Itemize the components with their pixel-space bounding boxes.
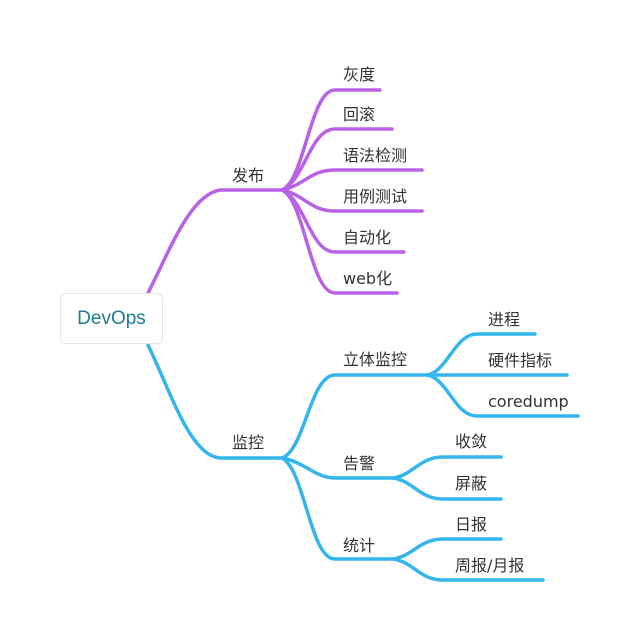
sub-branch-label-gaojing[interactable]: 告警: [343, 454, 376, 473]
leaf-label-shoulian[interactable]: 收敛: [455, 432, 488, 451]
root-to-monitor-connector: [146, 343, 284, 460]
liti-to-coredump-connector: [426, 373, 580, 418]
leaf-label-zidonghua[interactable]: 自动化: [343, 228, 392, 247]
leaf-label-yongliceshi[interactable]: 用例测试: [343, 187, 408, 206]
root-node-label: DevOps: [77, 307, 146, 329]
leaf-label-yingjianzhibiao[interactable]: 硬件指标: [488, 351, 553, 370]
branch-label-publish[interactable]: 发布: [232, 166, 265, 185]
sub-branch-label-tongji[interactable]: 统计: [343, 536, 376, 555]
sub-branch-label-litijiankong[interactable]: 立体监控: [343, 350, 408, 369]
leaf-label-huigun[interactable]: 回滚: [343, 105, 376, 124]
monitor-to-tongji-connector: [280, 456, 396, 561]
publish-to-webhua-connector: [280, 188, 399, 295]
leaf-label-coredump[interactable]: coredump: [488, 392, 569, 411]
monitor-to-gaojing-connector: [280, 456, 396, 480]
liti-to-jincheng-connector: [426, 332, 537, 377]
leaf-label-huidu[interactable]: 灰度: [343, 65, 376, 84]
publish-to-yongli-connector: [280, 188, 424, 213]
gaojing-to-pingbi-connector: [392, 476, 503, 501]
tongji-to-zhoubao-connector: [392, 557, 545, 582]
leaf-label-zhoubao-yuebao[interactable]: 周报/月报: [455, 556, 525, 575]
monitor-to-liti-connector: [280, 373, 430, 460]
publish-to-yufa-connector: [280, 168, 424, 192]
leaf-label-webhua[interactable]: web化: [343, 269, 393, 288]
root-to-publish-connector: [146, 188, 284, 295]
leaf-label-pingbi[interactable]: 屏蔽: [455, 474, 488, 493]
gaojing-to-shoulian-connector: [392, 455, 503, 480]
leaf-label-jincheng[interactable]: 进程: [488, 310, 521, 329]
leaf-label-yufajiance[interactable]: 语法检测: [343, 146, 408, 165]
publish-to-huigun-connector: [280, 127, 394, 192]
branch-label-monitor[interactable]: 监控: [232, 433, 265, 452]
leaf-label-ribao[interactable]: 日报: [455, 515, 488, 534]
tongji-to-ribao-connector: [392, 537, 503, 561]
root-node[interactable]: DevOps: [60, 293, 163, 344]
